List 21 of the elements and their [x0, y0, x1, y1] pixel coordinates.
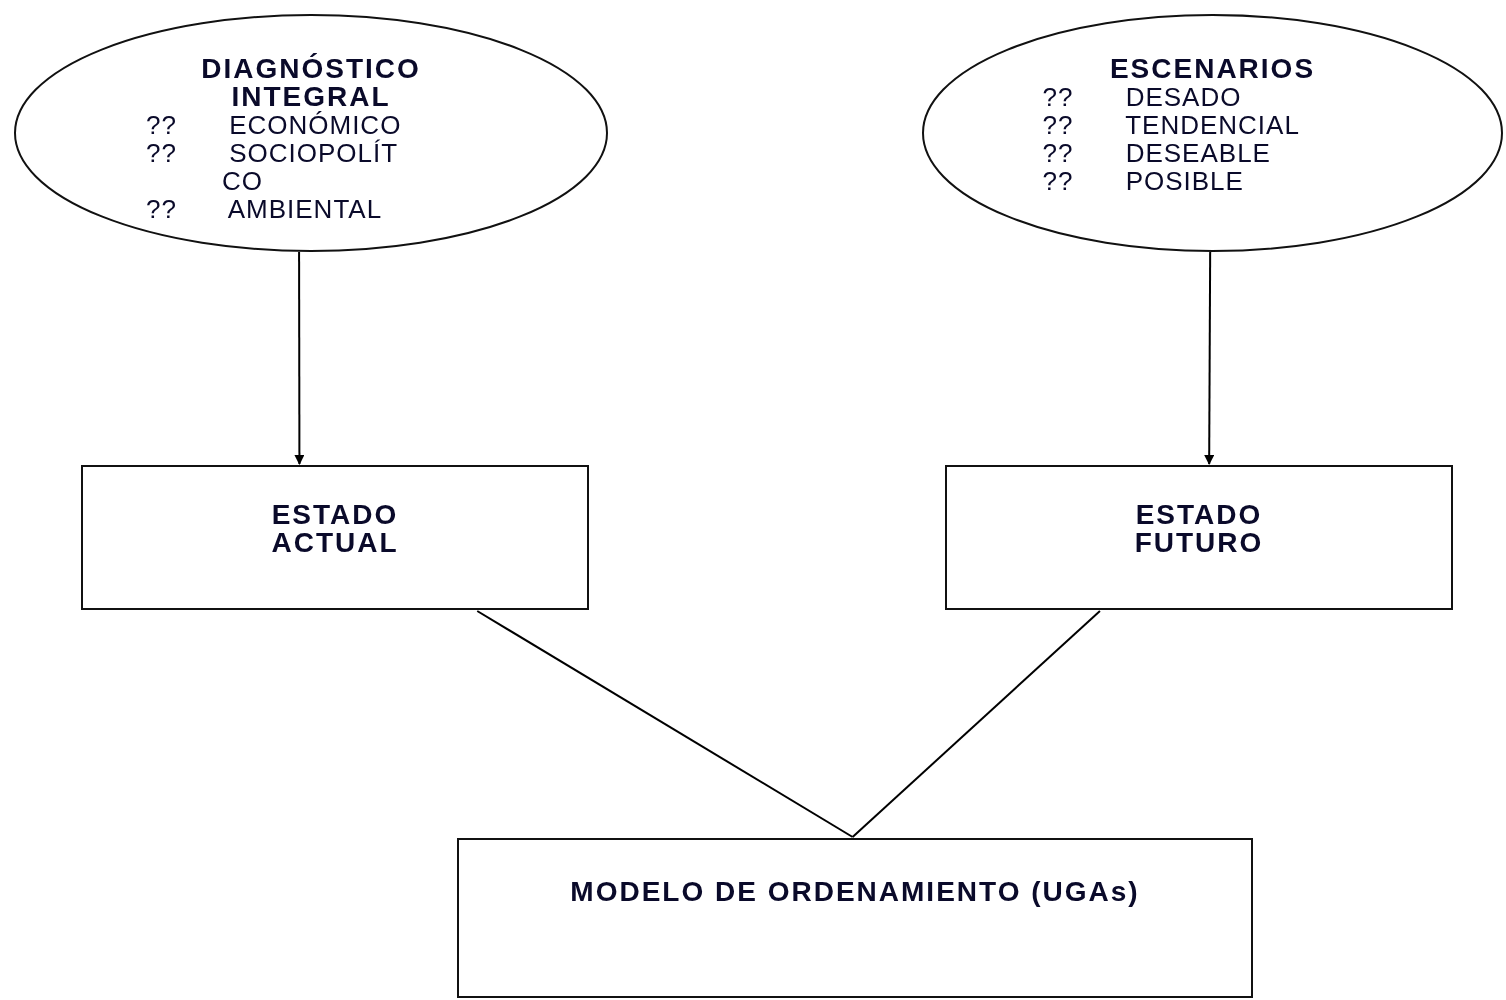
- list-item: ?? TENDENCIAL: [1042, 111, 1301, 139]
- connector-line: [851, 610, 1101, 838]
- list-item: ?? DESEABLE: [1042, 139, 1272, 167]
- list-item: ?? DESADO: [1042, 83, 1243, 111]
- list-item: ?? SOCIOPOLÍT CO: [146, 139, 399, 195]
- ellipse-node: [13, 13, 609, 253]
- list-item: ?? ECONÓMICO: [146, 111, 403, 139]
- list-item: ?? POSIBLE: [1042, 167, 1245, 195]
- process-box: [81, 465, 589, 610]
- node-heading: DIAGNÓSTICO INTEGRAL: [200, 55, 422, 111]
- process-box: [457, 838, 1253, 998]
- node-heading: ESCENARIOS: [1108, 55, 1317, 83]
- connector-line: [476, 610, 854, 838]
- ellipse-node: [921, 13, 1504, 253]
- process-box: [945, 465, 1453, 610]
- node-heading: ESTADO ACTUAL: [270, 501, 400, 557]
- arrow: [294, 250, 305, 465]
- arrow: [1204, 251, 1215, 465]
- list-item: ?? AMBIENTAL: [146, 195, 384, 223]
- node-heading: ESTADO FUTURO: [1133, 501, 1265, 557]
- node-heading: MODELO DE ORDENAMIENTO (UGAs): [569, 878, 1141, 906]
